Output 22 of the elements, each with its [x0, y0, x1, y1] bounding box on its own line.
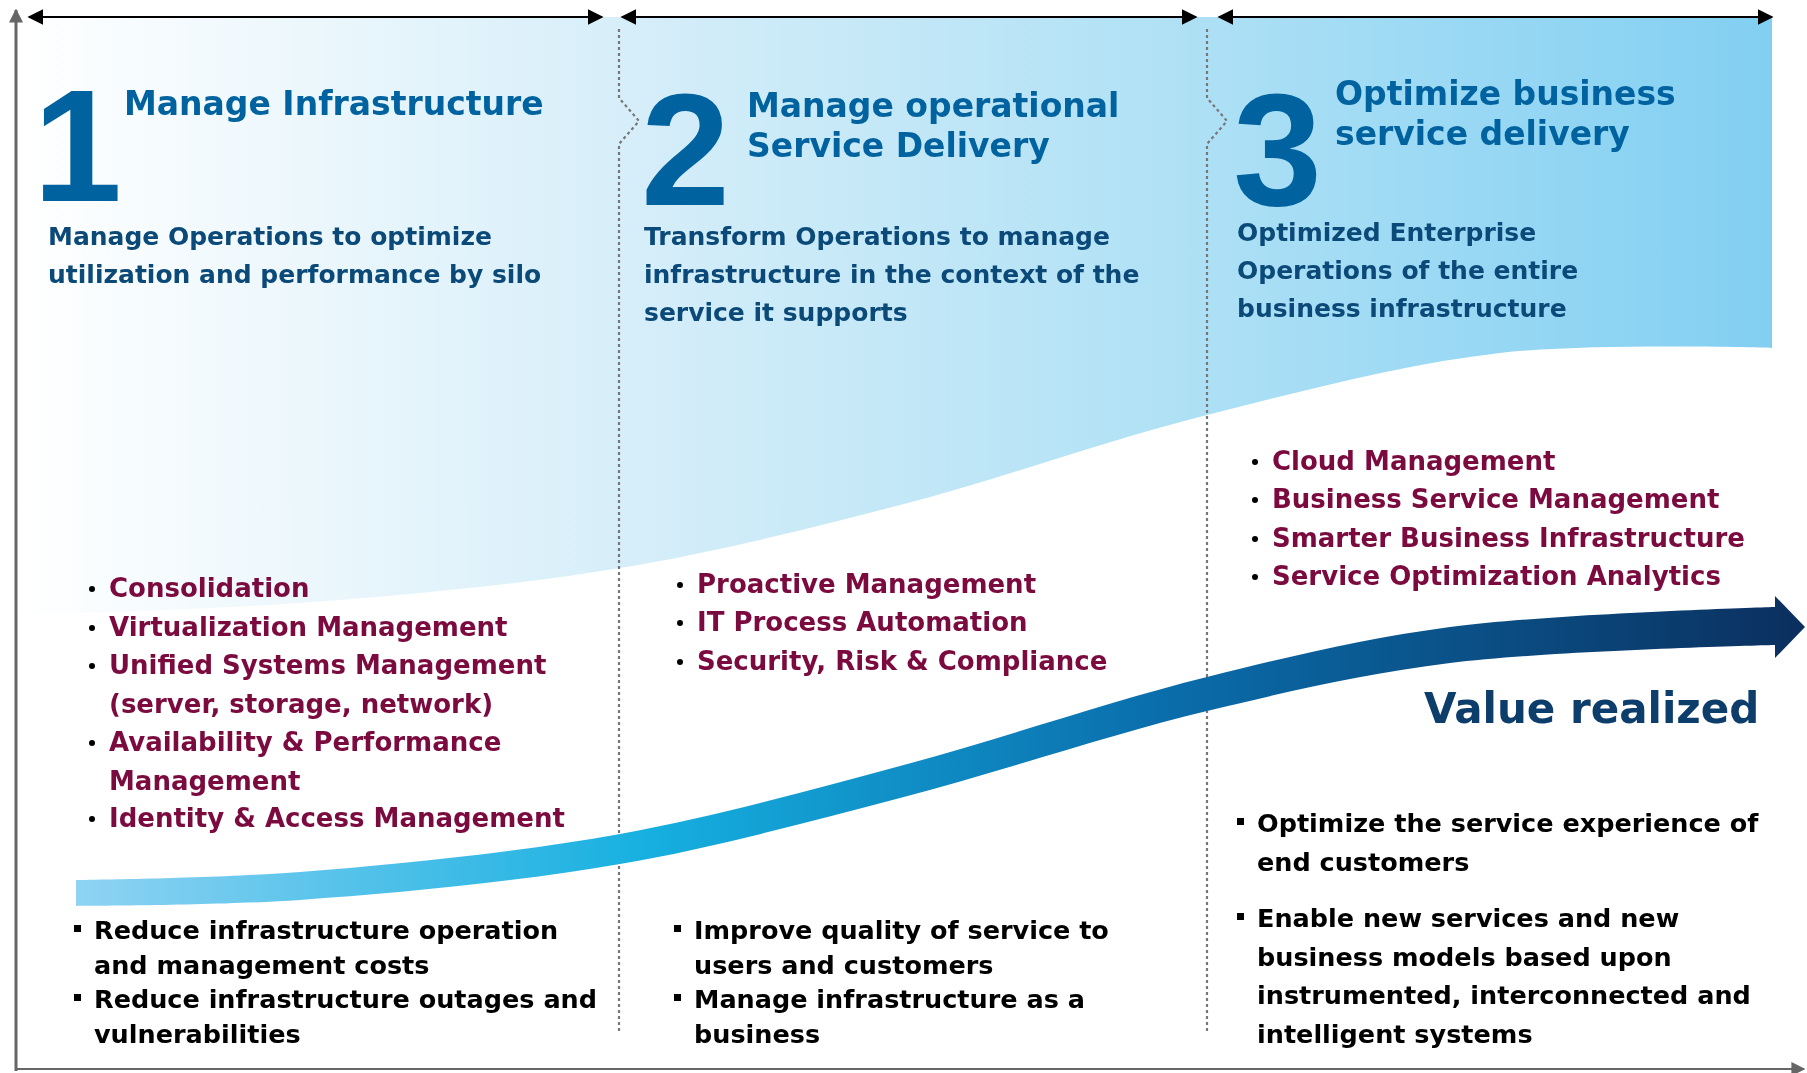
- capability-item: Unified Systems Management (server, storage, network): [85, 646, 595, 723]
- capability-item: Smarter Business Infrastructure: [1248, 519, 1803, 558]
- capability-item: Service Optimization Analytics: [1248, 557, 1803, 596]
- benefit-item: Reduce infrastructure outages and vulnerabilities: [72, 982, 597, 1051]
- benefit-item: Reduce infrastructure operation and management costs: [72, 913, 597, 982]
- capability-item: Proactive Management: [673, 565, 1193, 604]
- capability-item: Availability & Performance Management: [85, 723, 595, 800]
- stage-heading: Manage operational Service Delivery: [747, 86, 1121, 166]
- benefit-item: Enable new services and new business models based upon instrumented, interconnected and intelligent systems: [1235, 899, 1765, 1054]
- capability-item: IT Process Automation: [673, 603, 1193, 642]
- benefit-item: Manage infrastructure as a business: [672, 982, 1172, 1051]
- capability-item: Business Service Management: [1248, 480, 1803, 519]
- capability-item: Virtualization Management: [85, 608, 595, 647]
- value-label: Value realized: [1424, 684, 1760, 734]
- capability-item: Cloud Management: [1248, 442, 1803, 481]
- capability-item: Identity & Access Management: [85, 799, 595, 838]
- stage-heading: Optimize business service delivery: [1335, 74, 1677, 154]
- benefit-item: Optimize the service experience of end customers: [1235, 804, 1765, 882]
- benefit-item: Improve quality of service to users and customers: [672, 913, 1172, 982]
- stage-heading: Manage Infrastructure: [124, 84, 545, 124]
- capability-item: Consolidation: [85, 569, 595, 608]
- capability-item: Security, Risk & Compliance: [673, 642, 1193, 681]
